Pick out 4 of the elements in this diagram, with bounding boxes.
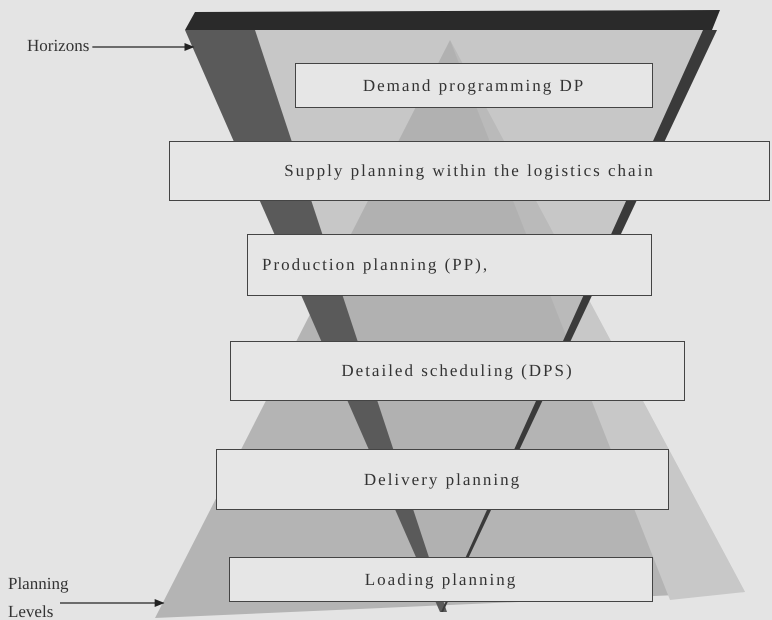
axis-label: Planning Levels [8, 573, 70, 620]
axis-label: Horizons [27, 35, 90, 57]
arrow [60, 599, 165, 607]
arrow [92, 43, 194, 51]
